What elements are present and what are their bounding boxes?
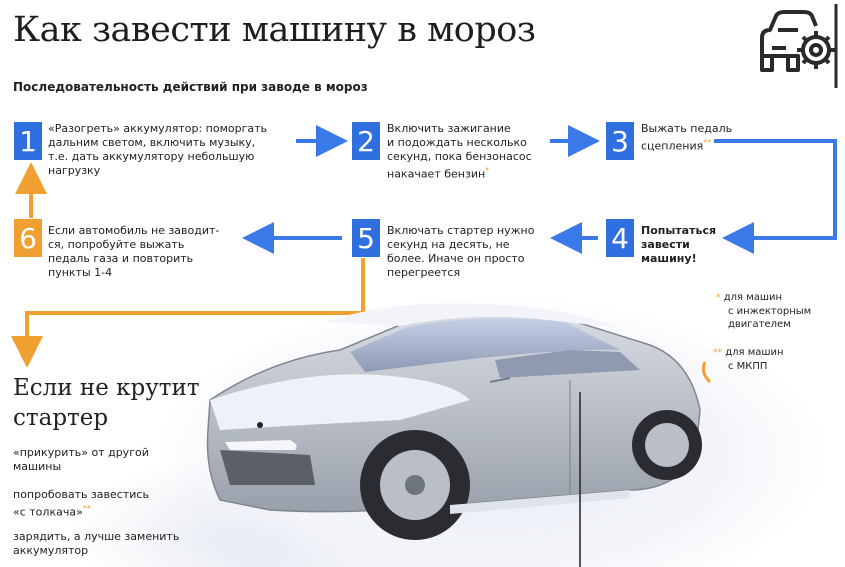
step-3-text: Выжать педаль сцепления** xyxy=(641,122,732,154)
footnote-mark: ** xyxy=(703,138,712,147)
step-2-line: и подождать несколько xyxy=(387,136,527,149)
step-6-text: Если автомобиль не заводит- ся, попробуй… xyxy=(48,224,219,280)
step-5-number: 5 xyxy=(352,219,380,257)
footnote-mark: * xyxy=(716,293,721,303)
step-5-line: перегреется xyxy=(387,266,461,279)
step-1-line: т.е. дать аккумулятору небольшую xyxy=(48,150,255,163)
step-6-line: Если автомобиль не заводит- xyxy=(48,224,220,237)
step-3-number: 3 xyxy=(606,122,634,160)
step-1-text: «Разогреть» аккумулятор: поморгать дальн… xyxy=(48,122,267,178)
step-4-line: завести xyxy=(641,238,690,251)
page-title: Как завести машину в мороз xyxy=(13,10,536,50)
step-6-line: педаль газа и повторить xyxy=(48,252,194,265)
step-4-line: машину! xyxy=(641,252,697,265)
step-6-number: 6 xyxy=(14,219,42,257)
step-2-text: Включить зажигание и подождать несколько… xyxy=(387,122,532,182)
footnote-mark: * xyxy=(485,166,490,175)
step-2-line: секунд, пока бензонасос xyxy=(387,150,532,163)
step-2-number: 2 xyxy=(352,122,380,160)
footnote-line: с инжекторным xyxy=(728,306,812,317)
step-5-line: секунд на десять, не xyxy=(387,238,510,251)
tip-line: попробовать завестись xyxy=(13,488,149,501)
no-start-heading-line: Если не крутит xyxy=(13,375,200,401)
step-6-line: ся, попробуйте выжать xyxy=(48,238,185,251)
step-4-text: Попытаться завести машину! xyxy=(641,224,716,266)
tip-jump-start: «прикурить» от другой машины xyxy=(13,446,149,474)
footnote-line: * для машин xyxy=(716,292,783,303)
frozen-car-image xyxy=(206,303,702,567)
step-4-number: 4 xyxy=(606,219,634,257)
footnote-mark: ** xyxy=(82,504,91,513)
page-subtitle: Последовательность действий при заводе в… xyxy=(13,80,368,94)
footnote-line: ** для машин xyxy=(713,347,784,358)
footnote-injector: * для машин с инжекторным двигателем xyxy=(716,291,811,331)
step-1-line: нагрузку xyxy=(48,164,101,177)
step-2-line: накачает бензин* xyxy=(387,166,490,181)
step-5-line: более. Иначе он просто xyxy=(387,252,525,265)
step-2-line: Включить зажигание xyxy=(387,122,511,135)
step-1-line: дальним светом, включить музыку, xyxy=(48,136,256,149)
car-gear-icon xyxy=(760,4,838,88)
tip-battery: зарядить, а лучше заменить аккумулятор xyxy=(13,530,179,558)
tip-line: зарядить, а лучше заменить xyxy=(13,530,180,543)
footnote-line: двигателем xyxy=(728,319,791,330)
step-1-line: «Разогреть» аккумулятор: поморгать xyxy=(48,122,267,135)
tip-line: аккумулятор xyxy=(13,544,89,557)
tip-line: «с толкача»** xyxy=(13,504,91,519)
no-start-heading-line: стартер xyxy=(13,405,109,431)
step-5-text: Включать стартер нужно секунд на десять,… xyxy=(387,224,534,280)
no-start-heading: Если не крутит стартер xyxy=(13,373,200,433)
step-6-line: пункты 1-4 xyxy=(48,266,113,279)
footnote-mark: ** xyxy=(713,348,722,358)
step-3-line: Выжать педаль xyxy=(641,122,733,135)
tip-push-start: попробовать завестись «с толкача»** xyxy=(13,488,149,520)
footnote-line: с МКПП xyxy=(728,361,768,372)
step-1-number: 1 xyxy=(14,122,42,160)
arrow-3-4 xyxy=(714,139,837,254)
step-5-line: Включать стартер нужно xyxy=(387,224,535,237)
step-4-line: Попытаться xyxy=(641,224,717,237)
footnote-manual: ** для машин с МКПП xyxy=(713,346,784,373)
step-3-line: сцепления** xyxy=(641,138,712,153)
tip-line: «прикурить» от другой xyxy=(13,446,149,459)
tip-line: машины xyxy=(13,460,62,473)
